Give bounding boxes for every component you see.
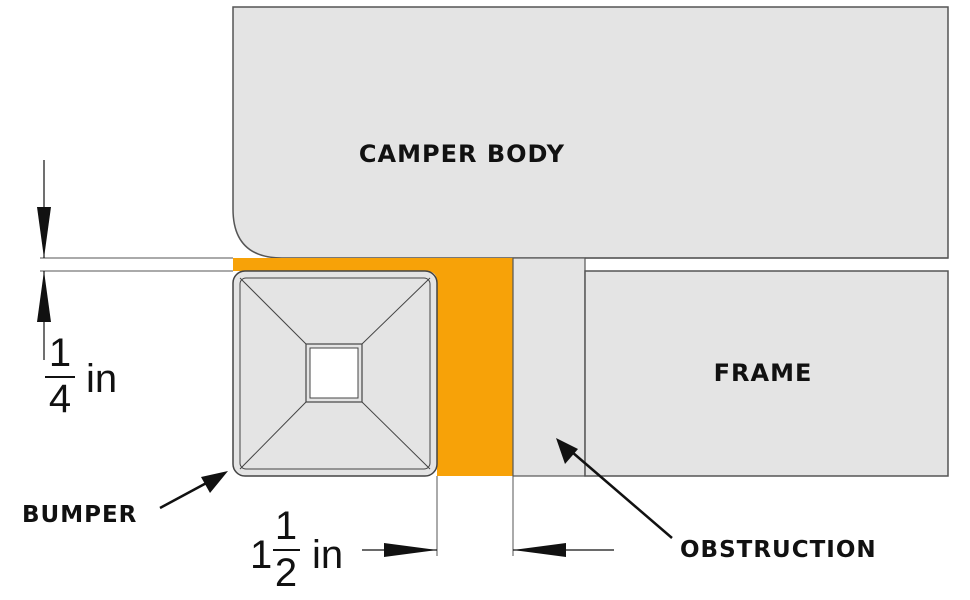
- vertical-dim-unit: in: [86, 357, 117, 401]
- horizontal-dimension: [362, 476, 614, 557]
- horizontal-dim-whole: 1: [250, 533, 272, 577]
- horizontal-dim-numerator: 1: [275, 504, 297, 548]
- vertical-dimension: [37, 160, 233, 360]
- bumper-leader-arrow: [159, 471, 228, 510]
- vertical-dim-denominator: 4: [49, 377, 71, 421]
- camper-body-panel: [232, 6, 949, 259]
- horizontal-dim-denominator: 2: [275, 551, 297, 595]
- clearance-highlight: [233, 258, 513, 476]
- horizontal-dim-unit: in: [312, 533, 343, 577]
- bumper-part: [232, 270, 438, 477]
- obstruction-label: OBSTRUCTION: [680, 537, 877, 563]
- vertical-dim-numerator: 1: [49, 331, 71, 375]
- bumper-label: BUMPER: [22, 502, 137, 528]
- frame-label: FRAME: [714, 359, 813, 387]
- camper-body-label: CAMPER BODY: [359, 140, 565, 168]
- frame-panel: [584, 270, 949, 477]
- obstruction-block: [512, 257, 586, 477]
- obstruction-leader-arrow: [556, 438, 673, 539]
